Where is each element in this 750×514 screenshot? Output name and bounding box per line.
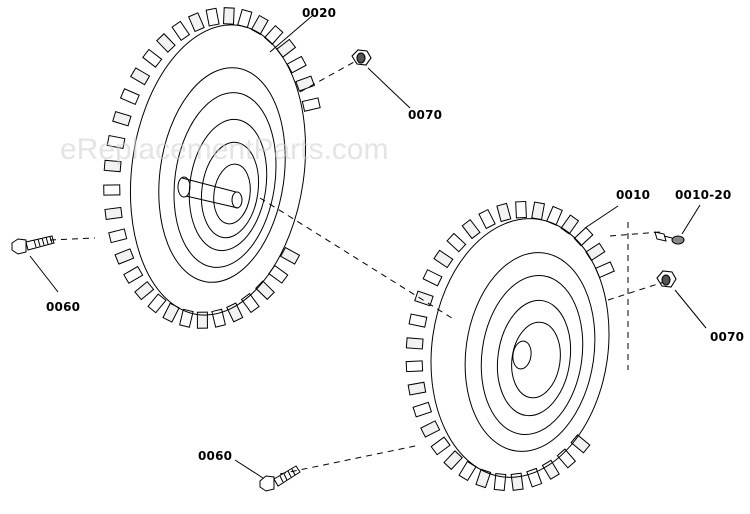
tread-lug xyxy=(422,269,443,287)
callout-nut-upper: 0070 xyxy=(408,108,443,122)
tread-lug xyxy=(250,14,269,36)
tread-lug xyxy=(268,264,289,284)
tread-lug xyxy=(526,467,543,488)
tread-lug xyxy=(420,420,441,438)
tread-lug xyxy=(286,55,307,74)
tire-tread-left xyxy=(103,7,321,329)
axle-hub-left xyxy=(181,177,239,209)
callout-wheel-left: 0020 xyxy=(302,6,337,20)
tread-lug xyxy=(123,265,144,284)
tread-lug xyxy=(407,381,427,396)
tread-lug xyxy=(405,337,424,350)
lug-nut-upper xyxy=(351,49,372,66)
tread-lug xyxy=(541,459,560,480)
tread-lug xyxy=(264,24,284,45)
tread-lug xyxy=(560,214,580,235)
tread-lug xyxy=(573,226,594,247)
tread-lug xyxy=(130,67,151,86)
tread-lug xyxy=(430,436,451,456)
tread-lug xyxy=(478,208,496,230)
tread-lug xyxy=(475,468,492,489)
watermark: eReplacementParts.com xyxy=(60,133,389,166)
rim-outer-left xyxy=(158,67,286,283)
wheel-assembly-left xyxy=(103,7,321,329)
tread-lug xyxy=(496,202,512,223)
callout-bolt-bottom: 0060 xyxy=(198,449,233,463)
tread-lug xyxy=(103,159,122,173)
tread-lug xyxy=(187,12,205,33)
tread-lug xyxy=(240,292,260,314)
tread-lug xyxy=(414,290,434,307)
tread-lug xyxy=(179,308,194,328)
callout-bolt-left: 0060 xyxy=(46,300,81,314)
tread-lug xyxy=(112,110,132,127)
callout-nut-right: 0070 xyxy=(710,330,745,344)
tread-lug xyxy=(301,97,321,112)
lug-nut-right xyxy=(656,270,677,288)
tread-lug xyxy=(108,228,128,244)
tread-lug xyxy=(295,75,316,92)
tread-lug xyxy=(531,201,546,221)
tread-lug xyxy=(134,280,155,301)
rim-outer-right xyxy=(464,252,596,452)
tread-lug xyxy=(103,184,121,196)
tread-lug xyxy=(570,434,591,454)
dashed-assembly-lines xyxy=(49,61,665,475)
tread-lug xyxy=(412,401,433,418)
tire-tread-right xyxy=(405,200,615,491)
tread-lug xyxy=(119,88,140,106)
tread-lug xyxy=(162,302,180,323)
tread-lug xyxy=(196,311,208,329)
tread-lug xyxy=(226,302,244,323)
tread-lug xyxy=(515,200,527,219)
tread-lug xyxy=(104,206,123,220)
wheel-assembly-right xyxy=(405,200,615,491)
tread-lug xyxy=(276,38,297,58)
tread-lug xyxy=(556,448,577,469)
tire-sidewall-right xyxy=(430,218,610,478)
tread-lug xyxy=(279,246,301,265)
tread-lug xyxy=(405,360,424,373)
tread-lug xyxy=(205,7,220,27)
tire-sidewall-left xyxy=(129,24,307,316)
hub-right xyxy=(512,340,532,370)
tread-lug xyxy=(493,472,507,491)
tread-lug xyxy=(255,280,275,301)
tread-lug xyxy=(433,249,454,269)
valve-stem xyxy=(654,231,685,245)
tread-lug xyxy=(585,242,606,262)
tread-lug xyxy=(147,293,167,314)
tread-lug xyxy=(106,134,126,150)
callout-valve-stem: 0010-20 xyxy=(675,188,732,202)
tread-lug xyxy=(171,20,191,41)
tread-lug xyxy=(156,33,176,53)
tread-lug xyxy=(114,248,135,265)
leader-lines xyxy=(29,15,707,479)
tread-lug xyxy=(510,472,524,491)
carriage-bolt-left xyxy=(11,235,55,255)
carriage-bolt-bottom xyxy=(259,465,301,492)
tread-lug xyxy=(222,7,235,25)
tread-lug xyxy=(443,450,463,471)
tread-lug xyxy=(408,313,428,328)
tread-lug xyxy=(237,8,253,29)
tread-lug xyxy=(446,232,467,253)
callout-wheel-right: 0010 xyxy=(616,188,651,202)
tread-lug xyxy=(142,48,163,68)
tread-lug xyxy=(461,219,481,240)
